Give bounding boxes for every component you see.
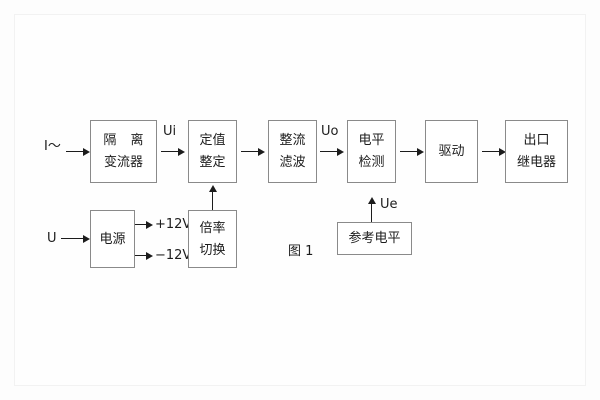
- connector-rail-negative-line: [135, 255, 149, 256]
- block-reference-level-line1: 参考电平: [348, 231, 401, 246]
- connector-drive-to-relay-line: [482, 151, 502, 152]
- connector-voltage-input-line: [61, 238, 86, 239]
- block-setting-line1: 定值: [199, 133, 226, 148]
- block-isolation-ct[interactable]: 隔 离 变流器: [90, 120, 157, 183]
- figure-caption: 图 1: [288, 244, 314, 259]
- block-drive-line1: 驱动: [438, 144, 465, 159]
- block-rectify-filter-line2: 滤波: [279, 155, 306, 170]
- arrow-setting-to-rectify: [258, 148, 265, 156]
- block-setting[interactable]: 定值 整定: [188, 120, 237, 183]
- arrow-rail-negative: [146, 252, 153, 260]
- diagram-frame: [14, 14, 586, 386]
- connector-level-to-drive-line: [400, 151, 420, 152]
- connector-rail-positive-line: [135, 224, 149, 225]
- block-reference-level[interactable]: 参考电平: [337, 222, 412, 255]
- arrow-ratio-to-setting: [209, 185, 217, 192]
- block-isolation-ct-line1: 隔 离: [103, 133, 149, 148]
- connector-current-input-line: [66, 151, 86, 152]
- connector-setting-to-rectify-line: [241, 151, 261, 152]
- arrow-ue: [368, 197, 376, 204]
- block-rectify-filter-line1: 整流: [279, 133, 306, 148]
- block-power-supply[interactable]: 电源: [90, 210, 135, 268]
- arrow-rail-positive: [146, 221, 153, 229]
- block-output-relay[interactable]: 出口 继电器: [505, 120, 568, 183]
- connector-ratio-to-setting-line: [212, 190, 213, 210]
- arrow-drive-to-relay: [499, 148, 506, 156]
- arrow-current-input: [83, 148, 90, 156]
- block-rectify-filter[interactable]: 整流 滤波: [268, 120, 317, 183]
- rail-label-positive: +12V: [155, 217, 192, 232]
- block-ratio-switch-line1: 倍率: [199, 220, 226, 236]
- block-output-relay-line2: 继电器: [516, 155, 556, 170]
- signal-label-uo: Uo: [321, 124, 339, 139]
- block-power-supply-line1: 电源: [99, 231, 126, 247]
- input-label-current: I～: [44, 139, 61, 154]
- block-level-detect-line2: 检测: [358, 155, 385, 170]
- block-drive[interactable]: 驱动: [425, 120, 478, 183]
- signal-label-ue: Ue: [380, 197, 398, 212]
- rail-label-negative: −12V: [155, 248, 192, 263]
- arrow-uo: [337, 148, 344, 156]
- connector-uo-line: [320, 151, 340, 152]
- block-output-relay-line1: 出口: [523, 133, 550, 148]
- connector-ue-line: [371, 202, 372, 222]
- block-level-detect[interactable]: 电平 检测: [347, 120, 396, 183]
- block-isolation-ct-line2: 变流器: [103, 155, 143, 170]
- signal-label-ui: Ui: [163, 124, 177, 139]
- connector-ui-line: [161, 151, 181, 152]
- block-ratio-switch[interactable]: 倍率 切换: [188, 210, 237, 268]
- block-ratio-switch-line2: 切换: [199, 242, 226, 258]
- input-label-voltage: U: [47, 231, 57, 246]
- arrow-voltage-input: [83, 235, 90, 243]
- arrow-ui: [178, 148, 185, 156]
- arrow-level-to-drive: [417, 148, 424, 156]
- block-setting-line2: 整定: [199, 155, 226, 170]
- block-level-detect-line1: 电平: [358, 133, 385, 148]
